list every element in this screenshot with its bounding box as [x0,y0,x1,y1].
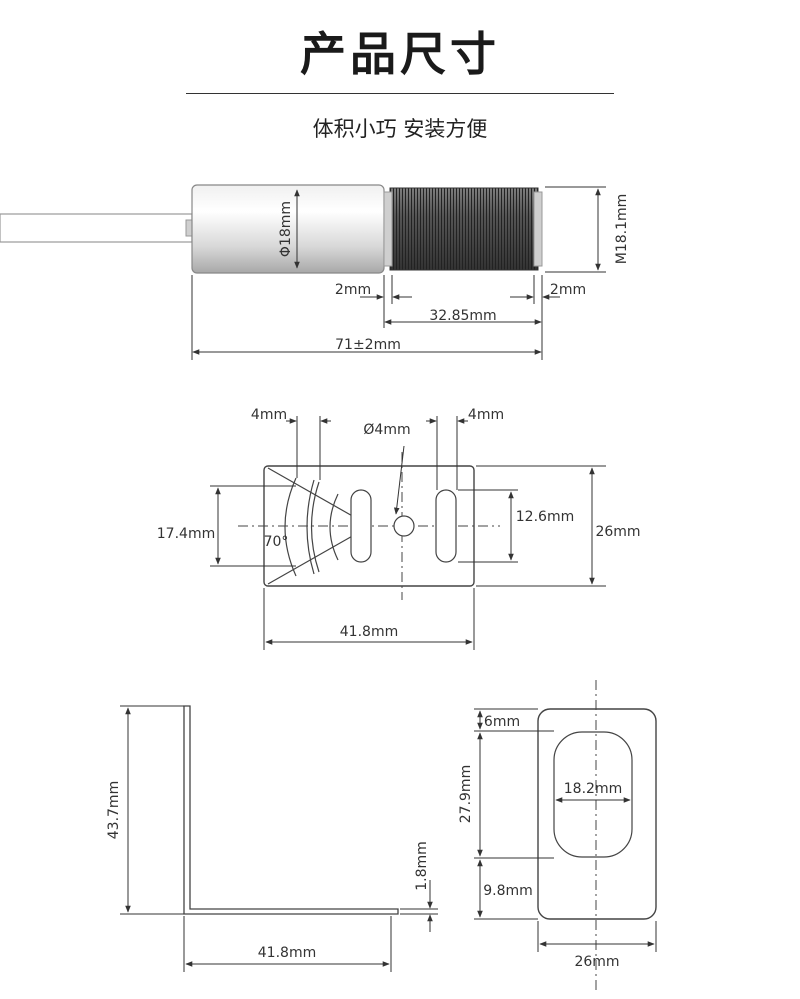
right-slot-label: 4mm [468,407,504,423]
title-divider [186,93,614,94]
angle-label: 70° [264,534,289,550]
width-label: 41.8mm [340,624,398,640]
left-gap-label: 2mm [335,282,371,298]
side-width-label: 41.8mm [258,945,316,961]
bracket-side-view: 43.7mm 1.8mm 41.8mm [106,705,438,972]
sensor-thread [389,187,539,271]
height-total-label: 26mm [595,524,640,540]
mount-hole [393,515,415,537]
thread-label: M18.1mm [614,194,630,265]
front-width-label: 26mm [574,954,619,970]
sensor-cable [0,213,193,243]
bracket-top-view: Ø4mm 4mm 4mm 17.4mm 70° 12.6mm 26mm 4 [157,407,641,650]
left-slot [350,489,372,563]
right-slot [435,489,457,563]
top-margin-label: 6mm [484,714,520,730]
diameter-label: Φ18mm [278,201,294,257]
height-slot-label: 12.6mm [516,509,574,525]
thread-length-label: 32.85mm [429,308,496,324]
page-subtitle: 体积小巧 安装方便 [312,117,488,141]
bracket-profile [183,705,399,915]
page-title: 产品尺寸 [300,27,500,81]
front-slot [553,731,633,858]
right-gap-label: 2mm [550,282,586,298]
total-length-label: 71±2mm [335,337,401,353]
sensor-drawing: Φ18mm M18.1mm 2mm 2mm 32.85mm 71±2mm [0,184,630,360]
side-height-label: 43.7mm [106,781,122,839]
hole-label: Ø4mm [363,422,410,438]
thickness-label: 1.8mm [414,841,430,891]
slot-height-label: 27.9mm [458,765,474,823]
left-slot-label: 4mm [251,407,287,423]
bracket-front-view: 6mm 27.9mm 18.2mm 9.8mm 26mm [458,680,657,990]
slot-width-label: 18.2mm [564,781,622,797]
height-left-label: 17.4mm [157,526,215,542]
bottom-margin-label: 9.8mm [483,883,533,899]
